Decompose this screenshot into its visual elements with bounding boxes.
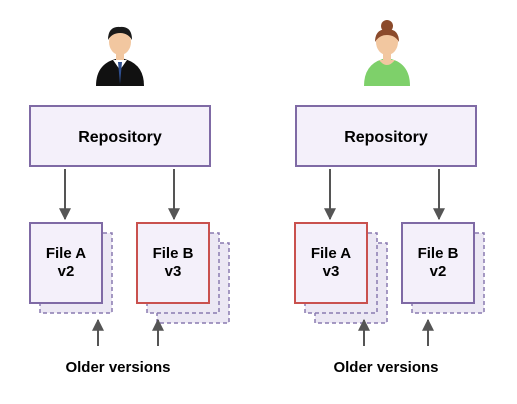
file-a-version: v3 xyxy=(323,263,340,280)
repository-label: Repository xyxy=(78,129,162,146)
file-b-name: File B xyxy=(153,245,194,262)
repository-box xyxy=(29,105,211,167)
older-versions-label: Older versions xyxy=(333,359,438,376)
file-b-name: File B xyxy=(418,245,459,262)
file-a-version: v2 xyxy=(58,263,75,280)
right-panel: Repository File A v3 File B v2 Older ver… xyxy=(294,20,485,376)
file-a-box xyxy=(29,222,103,304)
repository-label: Repository xyxy=(344,129,428,146)
file-b-version: v2 xyxy=(430,263,447,280)
file-a-name: File A xyxy=(311,245,351,262)
file-a-stack: File A v2 xyxy=(29,222,113,314)
file-b-stack: File B v2 xyxy=(401,222,485,314)
older-versions-label: Older versions xyxy=(65,359,170,376)
file-a-box xyxy=(294,222,368,304)
man-user-icon xyxy=(96,26,144,86)
repository-box xyxy=(295,105,477,167)
file-b-box xyxy=(401,222,475,304)
file-b-version: v3 xyxy=(165,263,182,280)
left-panel: Repository File A v2 File B v3 Older ver… xyxy=(29,26,230,376)
file-b-box xyxy=(136,222,210,304)
file-b-stack: File B v3 xyxy=(136,222,230,324)
file-a-stack: File A v3 xyxy=(294,222,388,324)
woman-user-icon xyxy=(364,20,410,86)
file-a-name: File A xyxy=(46,245,86,262)
